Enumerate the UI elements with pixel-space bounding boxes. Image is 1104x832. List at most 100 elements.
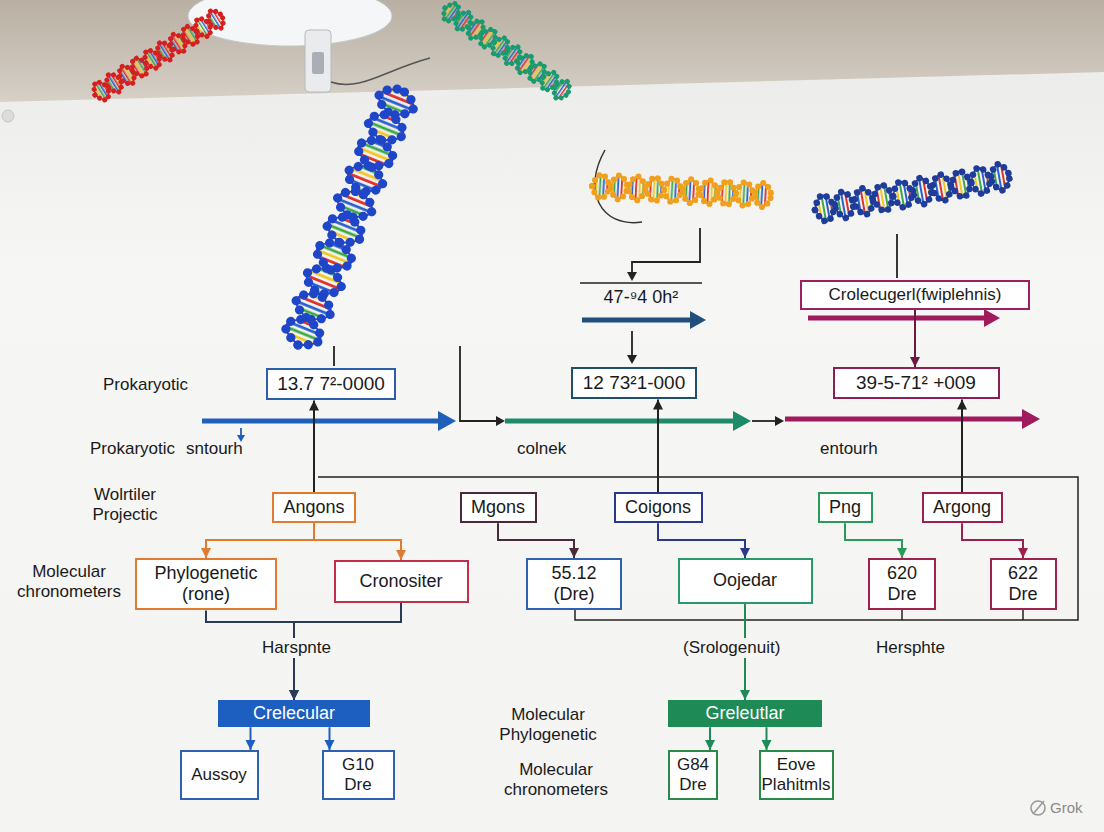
connector-line: [313, 400, 315, 492]
leader-line: [631, 331, 633, 356]
process-box: 622 Dre: [990, 558, 1057, 610]
dna-helix: [813, 163, 1013, 223]
category-box: Mgons: [460, 492, 537, 523]
arrow-head: [705, 740, 715, 750]
arrow-head: [984, 309, 1000, 327]
dna-helix: [281, 82, 419, 352]
process-box: Cronositer: [334, 560, 469, 603]
category-box: Angons: [272, 492, 356, 523]
arrow-head: [496, 416, 505, 426]
group-box: Greleutlar: [668, 700, 822, 727]
row-label: Prokaryotic: [90, 439, 175, 459]
connector: [314, 523, 406, 560]
node-text: Crelecular: [253, 703, 335, 724]
leader-line: [752, 420, 776, 422]
flow-arrow: [582, 318, 692, 323]
leader-line: [896, 234, 898, 278]
node-text: 13.7 7²-0000: [277, 373, 385, 395]
arrow-head: [289, 690, 299, 700]
node-text: 39-5-71² +009: [856, 372, 976, 394]
connector-note: Hersphte: [876, 638, 945, 658]
arrow-head: [762, 740, 772, 750]
arrow-head: [740, 690, 750, 700]
leaf-box: Aussoy: [180, 750, 259, 800]
value-box: 13.7 7²-0000: [266, 368, 396, 400]
category-box: Coigons: [614, 492, 703, 523]
watermark: Grok: [1050, 799, 1083, 817]
row-label: Molecular chronometers: [2, 562, 136, 603]
node-text: Coigons: [625, 497, 691, 518]
node-text: G10 Dre: [332, 755, 385, 795]
group-box: Crelecular: [218, 700, 370, 727]
node-text: Angons: [283, 497, 344, 518]
process-box: 55.12 (Dre): [526, 558, 622, 610]
dna-helix: [591, 174, 772, 207]
arrow-head: [1022, 409, 1040, 429]
arrow-head: [396, 550, 406, 560]
leaf-box: G10 Dre: [322, 750, 395, 800]
connector: [246, 727, 256, 750]
row-label: sntourh: [186, 439, 243, 459]
row-label: Prokaryotic: [103, 375, 188, 395]
category-box: Png: [818, 492, 873, 523]
device-part: [312, 52, 324, 74]
node-text: 622 Dre: [1000, 563, 1047, 605]
connector: [962, 523, 1028, 558]
row-label: Molecular Phylogenetic: [488, 705, 608, 746]
node-text: 620 Dre: [878, 563, 926, 605]
arrow-head: [569, 548, 579, 558]
leader-line: [333, 346, 335, 366]
flow-arrow: [202, 419, 440, 424]
node-text: Eove Plahitmls: [762, 755, 831, 795]
arrow-head: [733, 411, 751, 431]
connector-note: (Srologenuit): [680, 638, 783, 658]
dna-helix: [439, 0, 573, 102]
category-box: Argong: [922, 492, 1003, 523]
row-label: Molecular chronometers: [483, 760, 629, 801]
connector-line: [845, 523, 902, 558]
connector: [845, 523, 907, 558]
arrow-head: [897, 548, 907, 558]
node-text: Oojedar: [713, 570, 777, 591]
paper-sheet: [0, 72, 1104, 832]
leader-line: [240, 428, 242, 436]
value-box: 39-5-71² +009: [833, 367, 1000, 399]
node-text: Cronositer: [359, 571, 442, 592]
arrow-head: [910, 357, 920, 367]
node-text: Argong: [933, 497, 991, 518]
value-box: 12 73²1-000: [571, 367, 697, 399]
arrow-head: [325, 740, 335, 750]
connector: [653, 399, 663, 492]
node-text: Mgons: [471, 497, 525, 518]
flow-arrow: [808, 316, 986, 321]
arrow-head: [438, 411, 456, 431]
connector-line: [206, 523, 314, 558]
row-label: Wolrtiler Projectic: [78, 485, 172, 526]
node-text: 55.12 (Dre): [536, 563, 612, 605]
arrow-head: [201, 548, 211, 558]
node-text: Greleutlar: [705, 703, 784, 724]
connector: [201, 523, 314, 558]
node-text: Crolecugerl(fwiplehnis): [829, 285, 1002, 305]
arrow-head: [246, 740, 256, 750]
arrow-head: [289, 690, 299, 700]
process-box: Phylogenetic (rone): [135, 558, 277, 610]
flow-arrow: [785, 417, 1024, 422]
connector: [910, 310, 920, 367]
connector-line: [657, 399, 659, 492]
arrow-head: [1018, 548, 1028, 558]
node-text: G84 Dre: [677, 755, 709, 795]
connector: [658, 523, 750, 558]
rule-line: [580, 282, 702, 284]
connector-line: [498, 523, 574, 558]
watermark-logo: [1031, 801, 1045, 815]
flow-arrow: [505, 419, 735, 424]
node-text: Png: [829, 497, 861, 518]
node-text: 12 73²1-000: [583, 372, 685, 394]
process-box: 620 Dre: [868, 558, 936, 610]
arrow-head: [957, 399, 967, 409]
wire: [331, 58, 430, 85]
value-label: 47-⁹4 0h²: [580, 287, 702, 309]
device-rod: [305, 30, 331, 92]
